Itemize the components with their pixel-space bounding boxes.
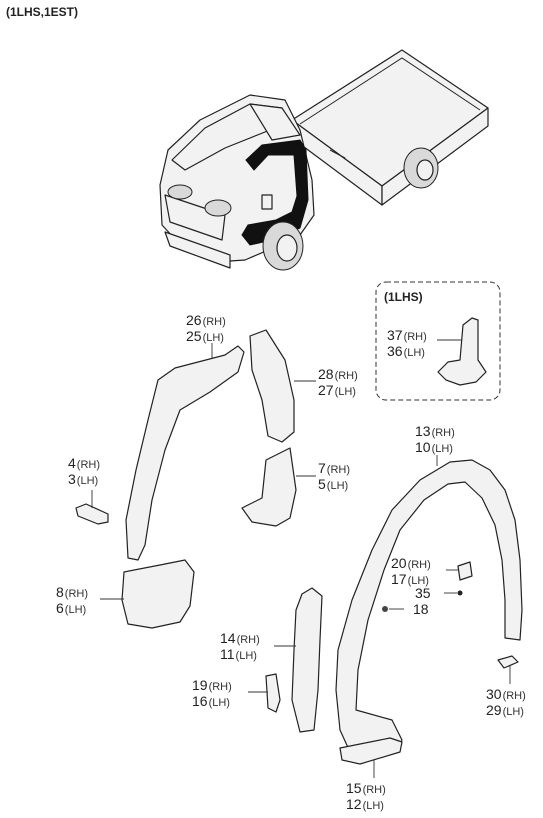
rear-wheel-hub	[416, 159, 434, 181]
cargo-bed-rim	[299, 57, 481, 125]
callout-top-side: (RH)	[64, 588, 89, 600]
callout-14-11: 14(RH) 11(LH)	[220, 631, 260, 663]
left-headlight	[167, 184, 193, 200]
callout-bottom-number: 10	[415, 439, 431, 455]
callout-bottom-side: (LH)	[202, 332, 224, 344]
callout-bottom-side: (LH)	[407, 575, 429, 587]
callout-bottom-number: 3	[68, 471, 76, 487]
side-mirror	[261, 194, 273, 210]
callout-8-6: 8(RH) 6(LH)	[56, 585, 88, 617]
callout-top-number: 4	[68, 455, 76, 471]
center-pillar-part	[291, 587, 323, 733]
front-pillar-inner-part	[125, 345, 245, 561]
cargo-bed-rib	[329, 149, 346, 159]
pillar-reinforcement-part	[249, 329, 295, 443]
bolt-35	[457, 590, 463, 596]
callout-top-number: 7	[318, 460, 326, 476]
callout-top-side: (RH)	[326, 464, 351, 476]
callout-20-17: 20(RH) 17(LH)	[391, 556, 431, 588]
inset-title: (1LHS)	[384, 290, 423, 304]
callout-bottom-number: 17	[391, 571, 407, 587]
callout-bottom-number: 11	[220, 646, 235, 662]
callout-top-number: 20	[391, 555, 407, 571]
callout-bottom-side: (LH)	[362, 800, 384, 812]
inset-box	[375, 281, 501, 401]
variant-code-header: (1LHS,1EST)	[6, 5, 79, 19]
callout-4-3: 4(RH) 3(LH)	[68, 456, 100, 488]
callout-bottom-side: (LH)	[235, 650, 257, 662]
clip-18	[382, 606, 388, 612]
callout-bottom-side: (LH)	[208, 697, 230, 709]
callout-bottom-number: 36	[387, 343, 403, 359]
small-patch-part	[497, 655, 519, 669]
callout-top-number: 15	[346, 780, 362, 796]
callout-top-number: 19	[192, 677, 208, 693]
front-bumper	[164, 231, 231, 269]
callout-bottom-number: 16	[192, 693, 208, 709]
callout-bottom-side: (LH)	[403, 347, 425, 359]
callout-15-12: 15(RH) 12(LH)	[346, 781, 386, 813]
callout-26-25: 26(RH) 25(LH)	[186, 313, 226, 345]
callout-7-5: 7(RH) 5(LH)	[318, 461, 350, 493]
front-wheel-hub	[276, 234, 298, 262]
small-bracket-part	[75, 503, 109, 525]
callout-30-29: 30(RH) 29(LH)	[486, 687, 526, 719]
callout-top-side: (RH)	[236, 634, 260, 646]
callout-bottom-side: (LH)	[502, 706, 524, 718]
label-35: 35	[415, 585, 431, 601]
callout-bottom-side: (LH)	[334, 386, 356, 398]
callout-bottom-number: 5	[318, 476, 326, 492]
callout-19-16: 19(RH) 16(LH)	[192, 678, 232, 710]
callout-bottom-number: 25	[186, 328, 202, 344]
callout-top-side: (RH)	[334, 370, 358, 382]
callout-bottom-number: 27	[318, 382, 334, 398]
callout-top-number: 37	[387, 327, 403, 343]
door-opening-frame-part	[335, 459, 523, 753]
door-opening-highlight	[241, 139, 309, 246]
callout-top-side: (RH)	[502, 690, 526, 702]
lower-side-panel-part	[121, 559, 195, 629]
callout-top-side: (RH)	[431, 427, 455, 439]
callout-top-number: 13	[415, 423, 431, 439]
cargo-bed-floor	[291, 49, 489, 187]
right-headlight	[204, 199, 232, 217]
sill-part	[339, 737, 403, 765]
callout-top-number: 28	[318, 366, 334, 382]
truck-illustration	[159, 49, 489, 271]
callout-37-36: 37(RH) 36(LH)	[387, 328, 427, 360]
label-18: 18	[413, 601, 429, 617]
callout-bottom-number: 12	[346, 796, 362, 812]
callout-13-10: 13(RH) 10(LH)	[415, 424, 455, 456]
callout-bottom-side: (LH)	[64, 604, 87, 616]
callout-bottom-number: 6	[56, 600, 64, 616]
callout-bottom-number: 29	[486, 702, 502, 718]
callout-top-side: (RH)	[202, 316, 226, 328]
cab-roof	[249, 103, 301, 141]
callout-bottom-side: (LH)	[326, 480, 349, 492]
callout-top-side: (RH)	[362, 784, 386, 796]
small-plate-part	[457, 561, 473, 581]
lower-pillar-panel-part	[241, 447, 297, 527]
callout-top-side: (RH)	[208, 681, 232, 693]
callout-top-side: (RH)	[76, 459, 101, 471]
callout-top-number: 30	[486, 686, 502, 702]
callout-bottom-side: (LH)	[431, 443, 453, 455]
callout-bottom-side: (LH)	[76, 475, 99, 487]
inset-bracket-part	[437, 317, 487, 386]
callout-28-27: 28(RH) 27(LH)	[318, 367, 358, 399]
callout-top-number: 14	[220, 630, 236, 646]
pillar-bracket-part	[265, 673, 281, 713]
callout-top-side: (RH)	[407, 559, 431, 571]
callout-top-side: (RH)	[403, 331, 427, 343]
callout-top-number: 8	[56, 584, 64, 600]
callout-top-number: 26	[186, 312, 202, 328]
